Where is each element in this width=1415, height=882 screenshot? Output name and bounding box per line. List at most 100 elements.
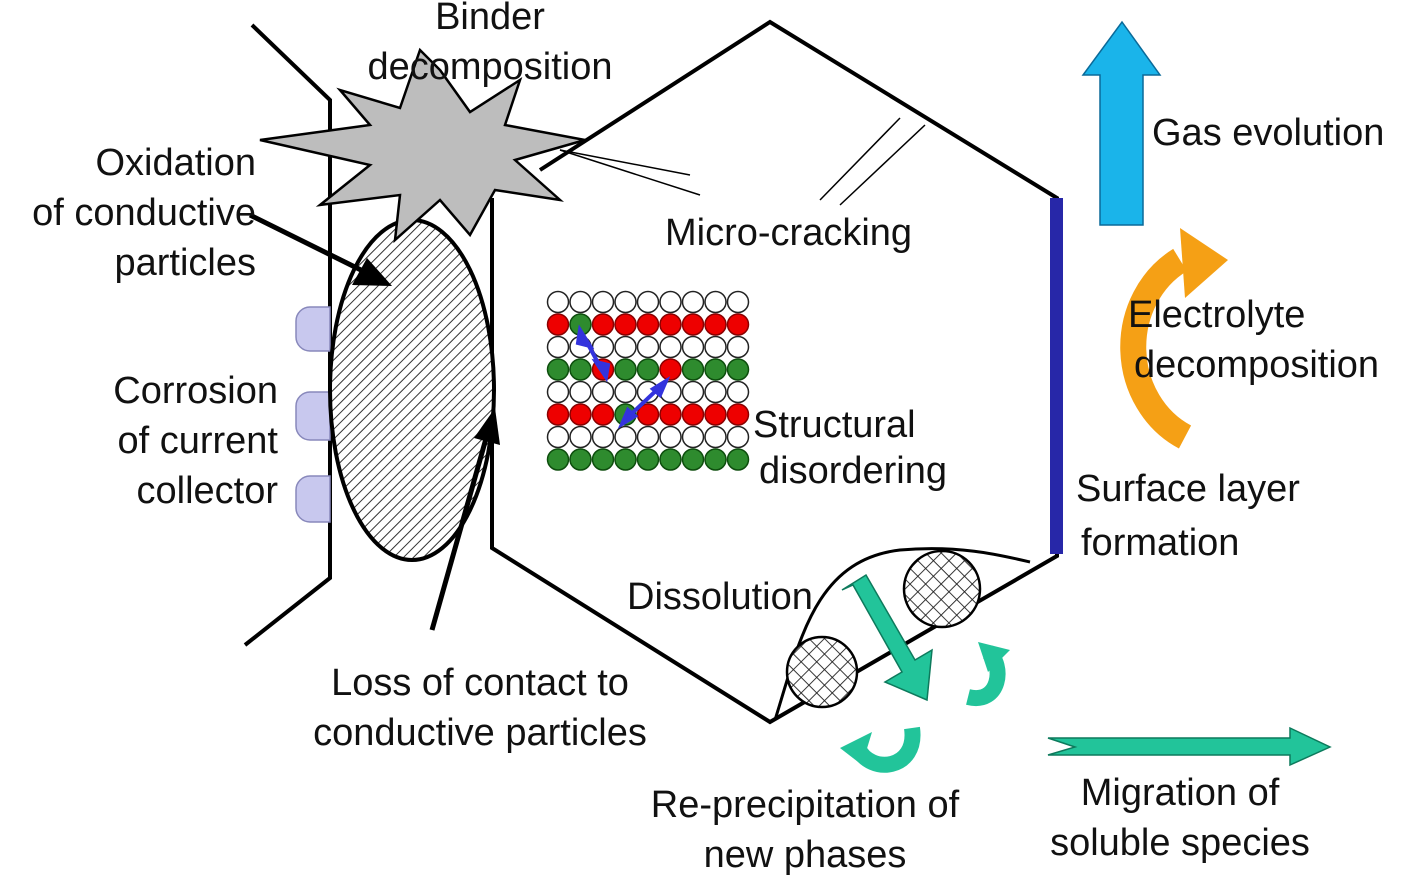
lattice-atom <box>726 290 750 314</box>
lattice-atom <box>614 290 637 314</box>
lattice-atom <box>546 358 570 381</box>
lattice-atom <box>591 403 615 426</box>
label-line: Electrolyte <box>1128 294 1306 336</box>
lattice-atom <box>704 313 727 336</box>
label-line: Binder <box>435 0 545 38</box>
lattice-atom <box>659 425 682 449</box>
lattice-atom <box>569 403 592 426</box>
lattice-atom <box>681 335 705 359</box>
lattice-atom <box>681 448 705 471</box>
lattice-atom <box>726 335 750 359</box>
label-gas-evolution: Gas evolution <box>1152 112 1385 154</box>
label-line: Loss of contact to <box>331 662 629 704</box>
lattice-atom <box>636 448 660 471</box>
lattice-atom <box>659 448 682 471</box>
label-line: conductive particles <box>313 712 647 754</box>
label-line: decomposition <box>1134 344 1380 386</box>
lattice-atom <box>636 403 660 426</box>
lattice-atom <box>591 380 615 404</box>
lattice-atom <box>659 358 682 381</box>
disorder-arrows <box>575 324 671 430</box>
crystal-lattice <box>546 290 750 471</box>
precipitate-particle <box>785 635 859 709</box>
lattice-atom <box>546 403 570 426</box>
label-line: Structural <box>753 404 916 446</box>
label-loss-contact: Loss of contact to conductive particles <box>280 658 680 758</box>
lattice-atom <box>569 425 592 449</box>
label-line: soluble species <box>1050 822 1310 864</box>
label-dissolution: Dissolution <box>627 576 813 618</box>
lattice-atom <box>659 403 682 426</box>
reprecipitation-arrow-head <box>840 732 872 765</box>
lattice-atom <box>659 313 682 336</box>
label-line: decomposition <box>367 46 613 88</box>
lattice-atom <box>704 425 727 449</box>
label-line: disordering <box>759 450 947 492</box>
active-particle-outline <box>490 19 1059 725</box>
lattice-atom <box>681 380 705 404</box>
label-line: particles <box>114 242 257 284</box>
lattice-atom <box>569 448 592 471</box>
lattice-atom <box>704 403 727 426</box>
label-line: Migration of <box>1080 772 1280 814</box>
label-migration: Migration of soluble species <box>1030 768 1330 868</box>
lattice-atom <box>681 313 705 336</box>
lattice-atom <box>726 313 750 336</box>
lattice-atom <box>569 358 592 381</box>
lattice-atom <box>569 380 592 404</box>
lattice-atom <box>659 335 682 359</box>
lattice-atom <box>636 290 660 314</box>
oxidation-arrow <box>248 212 392 286</box>
dissolution-arrow <box>841 573 933 702</box>
label-line: of conductive <box>32 192 256 234</box>
label-micro-cracking: Micro-cracking <box>665 212 913 254</box>
label-binder: Binder decomposition <box>345 0 635 92</box>
lattice-atom <box>614 448 637 471</box>
lattice-atom <box>591 313 615 336</box>
reprecipitation-arrow-head <box>978 642 1010 672</box>
lattice-atom <box>546 313 570 336</box>
lattice-atom <box>636 358 660 381</box>
electrolyte-decomposition-arrow <box>1120 228 1228 449</box>
label-electrolyte: Electrolyte decomposition <box>1128 290 1379 390</box>
conductive-particle <box>328 218 496 562</box>
lattice-atom <box>726 448 750 471</box>
lattice-atom <box>704 380 727 404</box>
precipitate-particle <box>902 549 982 629</box>
label-line: Oxidation <box>95 142 256 184</box>
lattice-atom <box>726 425 750 449</box>
lattice-atom <box>569 290 592 314</box>
label-line: Re-precipitation of <box>650 784 960 826</box>
gas-evolution-arrow <box>1081 20 1162 226</box>
lattice-atom <box>704 290 727 314</box>
lattice-atom <box>614 313 637 336</box>
lattice-atom <box>614 380 637 404</box>
lattice-atom <box>681 290 705 314</box>
lattice-atom <box>704 335 727 359</box>
lattice-atom <box>636 425 660 449</box>
lattice-atom <box>681 403 705 426</box>
lattice-atom <box>704 448 727 471</box>
lattice-atom <box>614 335 637 359</box>
lattice-atom <box>614 358 637 381</box>
lattice-atom <box>681 358 705 381</box>
lattice-atom <box>704 358 727 381</box>
micro-cracks <box>559 117 926 206</box>
lattice-atom <box>591 448 615 471</box>
lattice-atom <box>659 290 682 314</box>
label-line: new phases <box>703 834 907 876</box>
migration-arrow <box>1047 726 1332 767</box>
surface-layer <box>1050 198 1063 554</box>
lattice-atom <box>636 313 660 336</box>
label-line: Corrosion <box>113 370 278 412</box>
lattice-atom <box>591 425 615 449</box>
label-line: formation <box>1081 522 1240 564</box>
label-line: collector <box>136 470 279 512</box>
corrosion-bumps <box>295 306 331 523</box>
lattice-atom <box>726 358 750 381</box>
lattice-atom <box>726 403 750 426</box>
lattice-atom <box>546 380 570 404</box>
